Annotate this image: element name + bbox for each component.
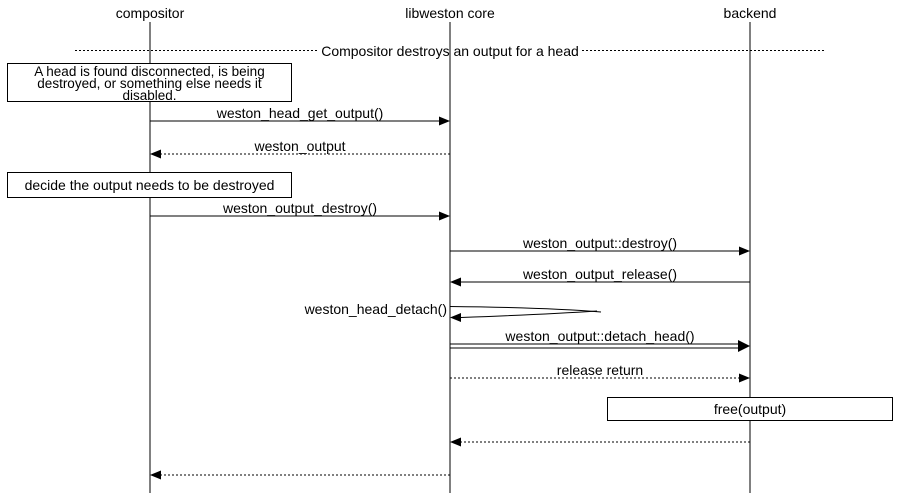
participant-label-compositor: compositor (115, 5, 185, 21)
note-text-line: destroyed, or something else needs it (37, 76, 262, 91)
note-text-line: A head is found disconnected, is being (34, 64, 265, 79)
arrowhead-weston-output (150, 149, 161, 159)
arrowhead-return-to-compositor (150, 470, 161, 480)
message-label-weston-output-detach-head: weston_output::detach_head() (505, 328, 695, 344)
divider-compositor-destroys-output: Compositor destroys an output for a head (75, 42, 825, 59)
arrowhead-release-return (739, 373, 750, 383)
note-free-output: free(output) (607, 397, 893, 421)
arrowhead-weston-head-get-output (439, 116, 450, 126)
message-label-weston-output: weston_output (254, 138, 346, 154)
arrowhead-weston-head-detach (450, 313, 461, 322)
note-text-line: disabled. (122, 88, 177, 103)
divider-dotted-line-left (75, 50, 319, 51)
participant-label-libweston-core: libweston core (405, 5, 495, 21)
message-label-weston-output-release: weston_output_release() (522, 266, 678, 282)
divider-label: Compositor destroys an output for a head (321, 42, 579, 59)
arrowhead-weston-output-destroy (439, 211, 450, 221)
arrowhead-weston-output-destroy-vfunc (739, 246, 750, 256)
message-label-weston-head-get-output: weston_head_get_output() (216, 105, 384, 121)
arrowhead-return-to-libweston (450, 437, 461, 447)
note-decide-destroy: decide the output needs to be destroyed (7, 172, 292, 198)
message-label-weston-head-detach: weston_head_detach() (304, 301, 447, 317)
arrowhead-weston-output-detach-head (738, 340, 750, 352)
selfcall-line-top-weston-head-detach (449, 306, 602, 313)
arrowhead-weston-output-release (450, 277, 461, 287)
selfcall-line-bottom-weston-head-detach (460, 310, 598, 318)
participant-label-backend: backend (723, 5, 777, 21)
message-label-release-return: release return (556, 362, 644, 378)
divider-dotted-line-right (581, 50, 825, 51)
message-label-weston-output-destroy: weston_output_destroy() (222, 200, 378, 216)
message-label-weston-output-destroy-vfunc: weston_output::destroy() (522, 235, 678, 251)
note-head-disconnected: A head is found disconnected, is being d… (7, 63, 292, 102)
